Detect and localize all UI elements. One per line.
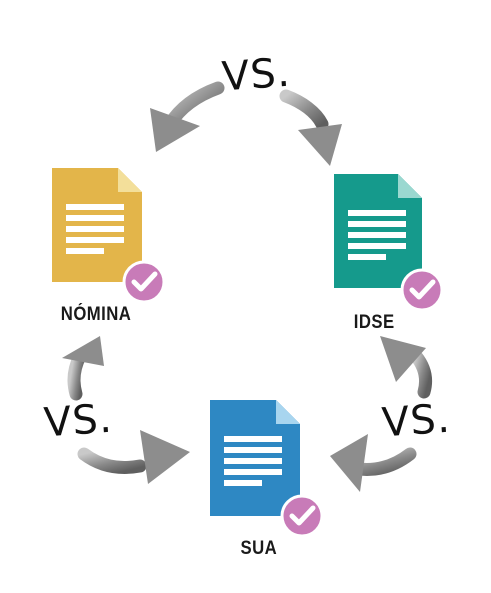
sua-label: SUA <box>240 538 278 559</box>
vs-label-left: VS. <box>42 395 114 447</box>
idse-label: IDSE <box>353 312 395 333</box>
idse-check-icon <box>400 268 444 312</box>
arrow-top-to-nomina <box>150 81 225 152</box>
nomina-label: NÓMINA <box>60 304 132 325</box>
sua-check-icon <box>280 494 324 538</box>
nomina-document-icon <box>52 168 142 282</box>
sua-document-icon <box>210 400 300 516</box>
nomina-check-icon <box>122 260 166 304</box>
arrow-top-to-idse <box>279 89 342 166</box>
arrow-right-to-sua <box>330 434 417 492</box>
idse-document-icon <box>334 174 422 288</box>
vs-label-right: VS. <box>380 395 452 447</box>
arrow-left-to-sua <box>77 430 190 484</box>
vs-label-top: VS. <box>220 49 292 101</box>
arrow-right-to-idse <box>380 336 433 399</box>
arrow-left-to-nomina <box>62 336 104 401</box>
